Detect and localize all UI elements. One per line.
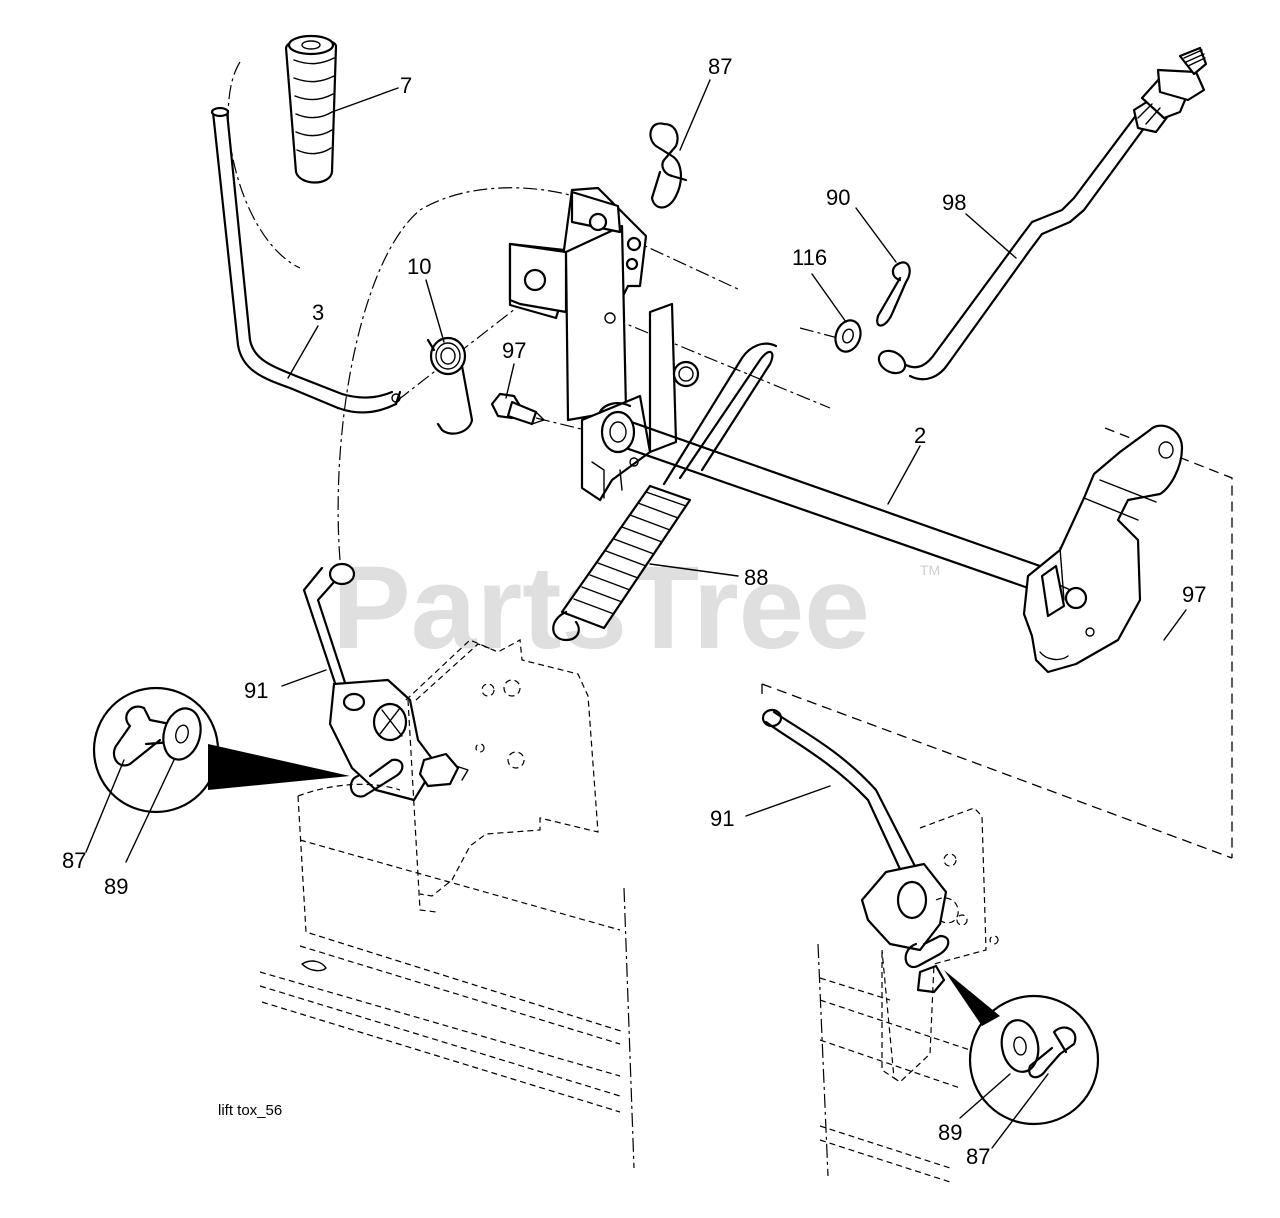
phantom-washer-line [799,327,839,339]
callout-91-left: 91 [244,678,268,703]
callout-labels: 7 87 10 3 97 90 98 116 2 88 97 91 87 89 … [62,54,1206,1169]
part-91-lift-link-left [302,562,469,802]
callout-98: 98 [942,190,966,215]
frame-top-right [1104,427,1233,858]
part-98-adjustment-rod [877,46,1208,381]
leader-98 [965,213,1017,259]
detail-pointer-left [208,744,350,790]
leader-91-right [745,785,831,817]
deck-bracket-left [405,639,599,913]
phantom-grip-path [227,61,301,269]
leader-97-left [505,363,515,399]
callout-89-right: 89 [938,1120,962,1145]
leader-89-right [959,1073,1011,1119]
part-10-torsion-spring [426,336,474,435]
frame-right-diagonal [761,683,1233,859]
part-3-lift-handle-rod [210,106,402,414]
leader-2 [887,445,921,505]
phantom-bracket-line [627,237,741,291]
callout-90: 90 [826,185,850,210]
leader-90 [855,207,897,263]
callout-87-right: 87 [966,1144,990,1169]
callout-10: 10 [407,254,431,279]
callout-97-right: 97 [1182,582,1206,607]
callout-97-left: 97 [502,338,526,363]
callout-2: 2 [914,423,926,448]
part-90-cotter-pin [876,261,911,327]
detail-callout-left [92,686,350,814]
reference-frames [623,427,1233,1177]
leader-87-left [85,759,125,853]
callout-91-right: 91 [710,806,734,831]
mower-deck-right [819,977,971,1183]
leader-88 [649,563,739,577]
callout-88: 88 [744,565,768,590]
leader-89-left [125,759,175,863]
part-88-extension-spring [552,342,778,642]
diagram-caption: lift tox_56 [218,1102,282,1119]
callout-87-top: 87 [708,54,732,79]
main-lift-bracket [508,186,700,502]
deck-bracket-right [881,807,999,1083]
part-97-shoulder-bolt-left [490,392,545,426]
callout-3: 3 [312,300,324,325]
phantom-shaft-line [611,317,831,409]
part-91-lift-link-right [761,708,950,994]
leader-91-left [281,669,327,687]
deck-edge-right [817,943,829,1177]
leader-lines [85,79,1187,1149]
watermark-trademark: TM [920,562,940,578]
right-lift-arm [1022,424,1184,674]
phantom-rod-path [337,187,581,561]
part-7-handle-grip [284,34,338,184]
leader-10 [425,279,445,343]
callout-7: 7 [400,73,412,98]
part-116-washer [834,319,862,353]
detail-pointer-right [944,970,1000,1026]
mower-deck-left [259,783,625,1113]
callout-116: 116 [792,245,827,270]
callout-87-left: 87 [62,848,86,873]
leader-7 [331,87,399,113]
callout-89-left: 89 [104,874,128,899]
detail-callout-right [944,970,1100,1126]
part-87-hairpin-clip-top [649,122,688,209]
leader-116 [811,273,847,323]
leader-87-right [991,1073,1049,1149]
deck-edge-left [623,887,635,1169]
leader-97-right [1163,609,1187,641]
leader-3 [287,325,319,379]
leader-87-top [679,79,711,151]
